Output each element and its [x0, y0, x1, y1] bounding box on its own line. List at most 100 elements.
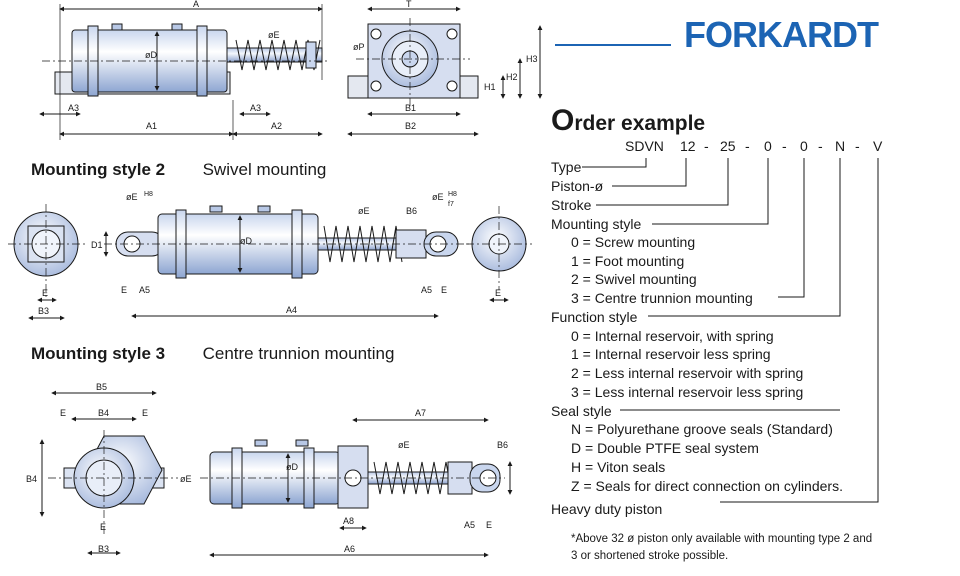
seal-option-N: N = Polyurethane groove seals (Standard)	[571, 421, 833, 437]
mounting-option-2: 2 = Swivel mounting	[571, 271, 697, 287]
dim-H2: H2	[506, 72, 518, 82]
forkardt-logo: FORKARDT	[684, 14, 879, 55]
trunnion-side-view	[200, 417, 513, 558]
order-connector-lines	[582, 158, 879, 503]
code-seal: N	[835, 138, 846, 154]
dim-H1: H1	[484, 82, 496, 92]
function-option-3: 3 = Less internal reservoir less spring	[571, 384, 804, 400]
dim-E-ms3c: E	[100, 522, 106, 532]
code-sep2: -	[745, 138, 750, 154]
dim-oE: øE	[268, 30, 280, 40]
dim-E-ms3b: E	[142, 408, 148, 418]
code-piston: 12	[680, 138, 696, 154]
function-option-0: 0 = Internal reservoir, with spring	[571, 328, 774, 344]
code-mounting: 0	[764, 138, 772, 154]
dim-oE-ms2a: øE	[126, 192, 138, 202]
dim-oD-ms3: øD	[286, 462, 298, 472]
seal-option-Z: Z = Seals for direct connection on cylin…	[571, 478, 843, 494]
code-sep3: -	[782, 138, 787, 154]
foot-mount-end-view	[347, 6, 543, 137]
code-stroke: 25	[720, 138, 736, 154]
heading-mounting-style-3: Mounting style 3 Centre trunnion mountin…	[31, 344, 394, 364]
code-sep1: -	[704, 138, 709, 154]
label-stroke: Stroke	[551, 197, 592, 213]
swivel-end-view-left	[8, 204, 86, 321]
seal-option-H: H = Viton seals	[571, 459, 666, 475]
dim-A5-ms3: A5	[464, 520, 475, 530]
dim-oD-ms2: øD	[240, 236, 252, 246]
swivel-side-view	[103, 205, 470, 319]
dim-E-ms3d: E	[486, 520, 492, 530]
label-heavy-duty: Heavy duty piston	[551, 501, 663, 517]
foot-mount-side-view	[39, 4, 330, 140]
dim-B2: B2	[405, 121, 416, 131]
heading-ms2-bold: Mounting style 2	[31, 160, 166, 179]
order-example-title: Order example	[551, 104, 705, 138]
dim-B3-ms2: B3	[38, 306, 49, 316]
dim-E-ms2b: E	[121, 285, 127, 295]
dim-B3-ms3: B3	[98, 544, 109, 554]
dim-B5: B5	[96, 382, 107, 392]
trunnion-end-view	[39, 390, 178, 556]
dim-E-ms2d: E	[495, 288, 501, 298]
dim-A3: A3	[68, 103, 79, 113]
order-title-rest: rder example	[574, 112, 706, 135]
label-seal-style: Seal style	[551, 403, 612, 419]
dim-B4-side: B4	[26, 474, 37, 484]
label-mounting-style: Mounting style	[551, 216, 642, 232]
footnote: *Above 32 ø piston only available with m…	[571, 533, 873, 562]
dim-T: T	[406, 0, 412, 9]
dim-A5-ms2a: A5	[139, 285, 150, 295]
dim-A1: A1	[146, 121, 157, 131]
dim-B1: B1	[405, 103, 416, 113]
heading-ms3-bold: Mounting style 3	[31, 344, 166, 363]
label-type: Type	[551, 159, 582, 175]
dim-B4-top: B4	[98, 408, 109, 418]
dim-A: A	[193, 0, 199, 9]
dim-A4: A4	[286, 305, 297, 315]
heading-mounting-style-2: Mounting style 2 Swivel mounting	[31, 160, 326, 180]
heading-ms2-text: Swivel mounting	[202, 160, 327, 179]
brand-rule	[555, 44, 671, 46]
dim-A8: A8	[343, 516, 354, 526]
dim-oE-ms2b: øE	[358, 206, 370, 216]
dim-E-ms2a: E	[42, 288, 48, 298]
dim-A6: A6	[344, 544, 355, 554]
seal-option-D: D = Double PTFE seal system	[571, 440, 759, 456]
swivel-end-view-right	[466, 206, 532, 303]
dim-H8-ms2a: H8	[144, 191, 153, 198]
code-sep5: -	[855, 138, 860, 154]
dim-oE-ms3a: øE	[180, 474, 192, 484]
dim-H8-ms2b: H8	[448, 191, 457, 198]
mounting-option-1: 1 = Foot mounting	[571, 253, 685, 269]
dim-E-ms3a: E	[60, 408, 66, 418]
dim-E-ms2c: E	[441, 285, 447, 295]
code-sep4: -	[818, 138, 823, 154]
function-option-2: 2 = Less internal reservoir with spring	[571, 365, 804, 381]
label-function-style: Function style	[551, 309, 638, 325]
label-piston: Piston-ø	[551, 178, 604, 194]
dim-B6-ms2: B6	[406, 206, 417, 216]
dim-H3: H3	[526, 54, 538, 64]
dim-A3b: A3	[250, 103, 261, 113]
dim-A5-ms2b: A5	[421, 285, 432, 295]
heading-ms3-text: Centre trunnion mounting	[202, 344, 395, 363]
dim-B6-ms3: B6	[497, 440, 508, 450]
dim-oE-ms3b: øE	[398, 440, 410, 450]
dim-A7: A7	[415, 408, 426, 418]
dim-D1: D1	[91, 240, 103, 250]
code-function: 0	[800, 138, 808, 154]
function-option-1: 1 = Internal reservoir less spring	[571, 346, 771, 362]
dim-A2: A2	[271, 121, 282, 131]
code-heavy: V	[873, 138, 883, 154]
dim-oE-ms2c: øE	[432, 192, 444, 202]
mounting-option-3: 3 = Centre trunnion mounting	[571, 290, 753, 306]
dim-oP: øP	[353, 42, 365, 52]
dim-oD: øD	[145, 50, 157, 60]
mounting-option-0: 0 = Screw mounting	[571, 234, 696, 250]
order-title-initial: O	[551, 104, 575, 137]
dim-f7-ms2: f7	[448, 201, 454, 208]
code-sdvn: SDVN	[625, 138, 664, 154]
